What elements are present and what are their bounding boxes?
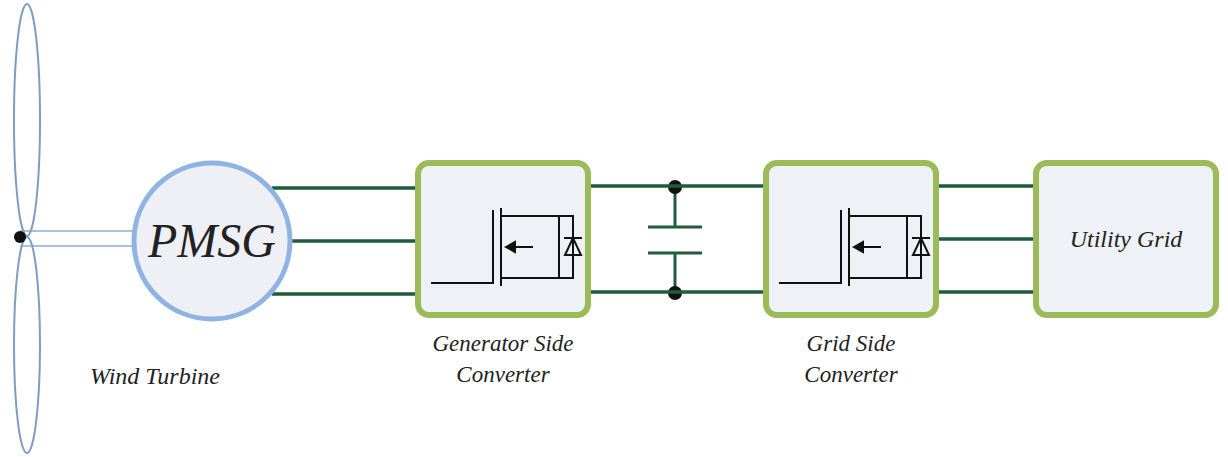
power-line	[272, 186, 415, 190]
converter-label: Generator Side Converter	[418, 328, 588, 390]
turbine-label: Wind Turbine	[90, 363, 220, 390]
mosfet-symbol	[421, 166, 585, 312]
node-label: PMSG	[148, 209, 276, 274]
mosfet-symbol	[769, 166, 933, 312]
converter-label: Grid Side Converter	[766, 328, 936, 390]
generator-circle: PMSG	[131, 160, 293, 322]
power-line	[292, 239, 415, 243]
power-line	[939, 237, 1033, 241]
node-label: Utility Grid	[1070, 223, 1183, 255]
power-line	[939, 290, 1033, 294]
power-line	[591, 290, 763, 294]
power-line	[272, 292, 415, 296]
converter-box: Grid Side Converter	[763, 160, 939, 318]
capacitor-symbol	[648, 180, 702, 300]
power-line	[591, 184, 763, 188]
grid-box: Utility Grid	[1033, 160, 1219, 318]
converter-box: Generator Side Converter	[415, 160, 591, 318]
power-line	[939, 184, 1033, 188]
